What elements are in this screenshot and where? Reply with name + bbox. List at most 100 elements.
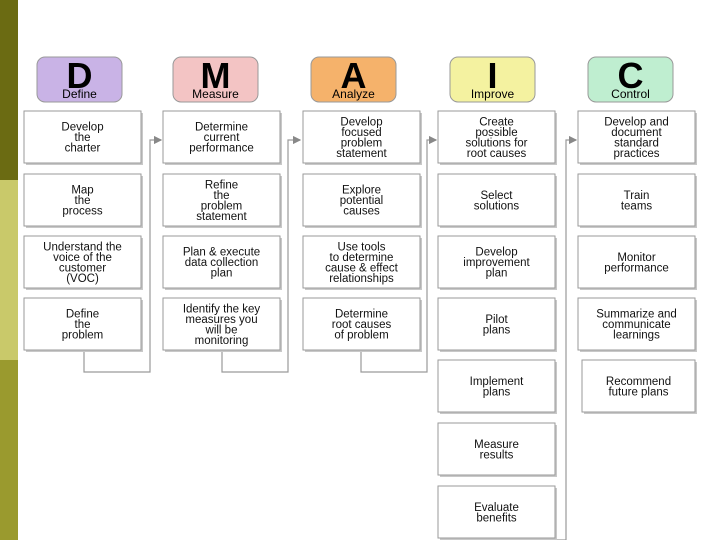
step-text-line: Implement — [470, 376, 524, 388]
step-box-improve-2 — [437, 173, 556, 227]
step-text-line: customer — [59, 262, 106, 274]
step-text-line: future plans — [608, 386, 668, 398]
step-text-line: Determine — [335, 309, 388, 321]
phase-header-improve — [449, 56, 536, 103]
step-text-line: Plan & execute — [183, 247, 260, 259]
step-text-line: Refine — [205, 179, 238, 191]
step-text-line: problem — [341, 137, 383, 149]
step-box-analyze-1 — [302, 110, 421, 164]
sidebar-band-top — [0, 0, 18, 180]
step-text-line: statement — [196, 211, 247, 223]
step-text-line: solutions for — [465, 137, 527, 149]
phase-letter-control: C — [618, 55, 644, 96]
step-text-line: problem — [62, 330, 104, 342]
phase-header-control — [587, 56, 674, 103]
step-box-measure-4 — [162, 297, 281, 351]
step-text-line: plan — [486, 268, 508, 280]
step-box-analyze-4 — [302, 297, 421, 351]
step-text-line: root causes — [332, 319, 392, 331]
sidebar-band-middle — [0, 180, 18, 360]
step-box-control-3 — [577, 235, 696, 289]
phase-define: DDefineDevelopthecharterMaptheprocessUnd… — [23, 55, 143, 352]
phase-name-control: Control — [611, 87, 650, 101]
step-text-line: Evaluate — [474, 502, 519, 514]
step-text-line: the — [75, 132, 91, 144]
step-text-line: Explore — [342, 185, 381, 197]
connector-arrow — [83, 135, 163, 373]
step-text-line: potential — [340, 195, 383, 207]
step-text-line: the — [214, 190, 230, 202]
step-box-improve-7 — [437, 485, 556, 539]
step-box-improve-3 — [437, 235, 556, 289]
step-text-line: plans — [483, 324, 511, 336]
step-box-improve-5 — [437, 359, 556, 413]
step-text-line: Understand the — [43, 241, 122, 253]
step-box-analyze-2 — [302, 173, 421, 227]
step-box-define-2 — [23, 173, 142, 227]
step-box-improve-1 — [437, 110, 556, 164]
step-text-line: Identify the key — [183, 303, 261, 315]
step-text-line: the — [75, 319, 91, 331]
step-text-line: problem — [201, 200, 243, 212]
step-text-line: solutions — [474, 200, 520, 212]
step-text-line: will be — [205, 324, 238, 336]
step-text-line: Measure — [474, 439, 519, 451]
phase-header-measure — [172, 56, 259, 103]
step-text-line: monitoring — [195, 335, 249, 347]
phase-name-measure: Measure — [192, 87, 239, 101]
phase-letter-define: D — [67, 55, 93, 96]
step-text-line: Define — [66, 309, 99, 321]
step-text-line: Develop — [340, 116, 382, 128]
step-text-line: of problem — [334, 330, 388, 342]
phase-letter-analyze: A — [341, 55, 367, 96]
step-box-define-3 — [23, 235, 142, 289]
step-box-control-4 — [577, 297, 696, 351]
step-text-line: cause & effect — [325, 262, 398, 274]
step-text-line: Train — [624, 190, 650, 202]
connector-arrow — [360, 135, 438, 373]
phase-name-improve: Improve — [471, 87, 515, 101]
step-text-line: root causes — [467, 148, 527, 160]
step-box-define-1 — [23, 110, 142, 164]
step-text-line: Determine — [195, 122, 248, 134]
step-text-line: communicate — [602, 319, 670, 331]
step-box-measure-2 — [162, 173, 281, 227]
phase-analyze: AAnalyzeDevelopfocusedproblemstatementEx… — [302, 55, 422, 352]
step-text-line: improvement — [463, 257, 530, 269]
phase-letter-improve: I — [487, 55, 497, 96]
step-text-line: charter — [65, 143, 101, 155]
step-text-line: Develop and — [604, 116, 669, 128]
step-text-line: learnings — [613, 330, 660, 342]
step-text-line: Monitor — [617, 252, 656, 264]
step-text-line: Pilot — [485, 314, 508, 326]
step-text-line: relationships — [329, 273, 394, 285]
step-box-measure-3 — [162, 235, 281, 289]
step-text-line: standard — [614, 137, 659, 149]
step-text-line: plan — [211, 268, 233, 280]
step-text-line: causes — [343, 206, 380, 218]
step-text-line: document — [611, 127, 662, 139]
step-box-analyze-3 — [302, 235, 421, 289]
step-box-improve-4 — [437, 297, 556, 351]
step-text-line: to determine — [330, 252, 394, 264]
step-text-line: voice of the — [53, 252, 112, 264]
phase-name-analyze: Analyze — [332, 87, 375, 101]
step-box-define-4 — [23, 297, 142, 351]
step-text-line: data collection — [185, 257, 259, 269]
connector-arrow — [221, 135, 302, 373]
step-text-line: current — [204, 132, 241, 144]
step-text-line: Summarize and — [596, 309, 677, 321]
step-text-line: Develop — [475, 247, 517, 259]
phase-header-define — [36, 56, 123, 103]
slide-sidebar — [0, 0, 18, 540]
step-box-control-1 — [577, 110, 696, 164]
step-text-line: Develop — [61, 122, 103, 134]
step-text-line: the — [75, 195, 91, 207]
step-text-line: process — [62, 206, 103, 218]
phase-name-define: Define — [62, 87, 97, 101]
step-text-line: Select — [481, 190, 514, 202]
phases: DDefineDevelopthecharterMaptheprocessUnd… — [23, 55, 697, 540]
step-text-line: measures you — [185, 314, 257, 326]
